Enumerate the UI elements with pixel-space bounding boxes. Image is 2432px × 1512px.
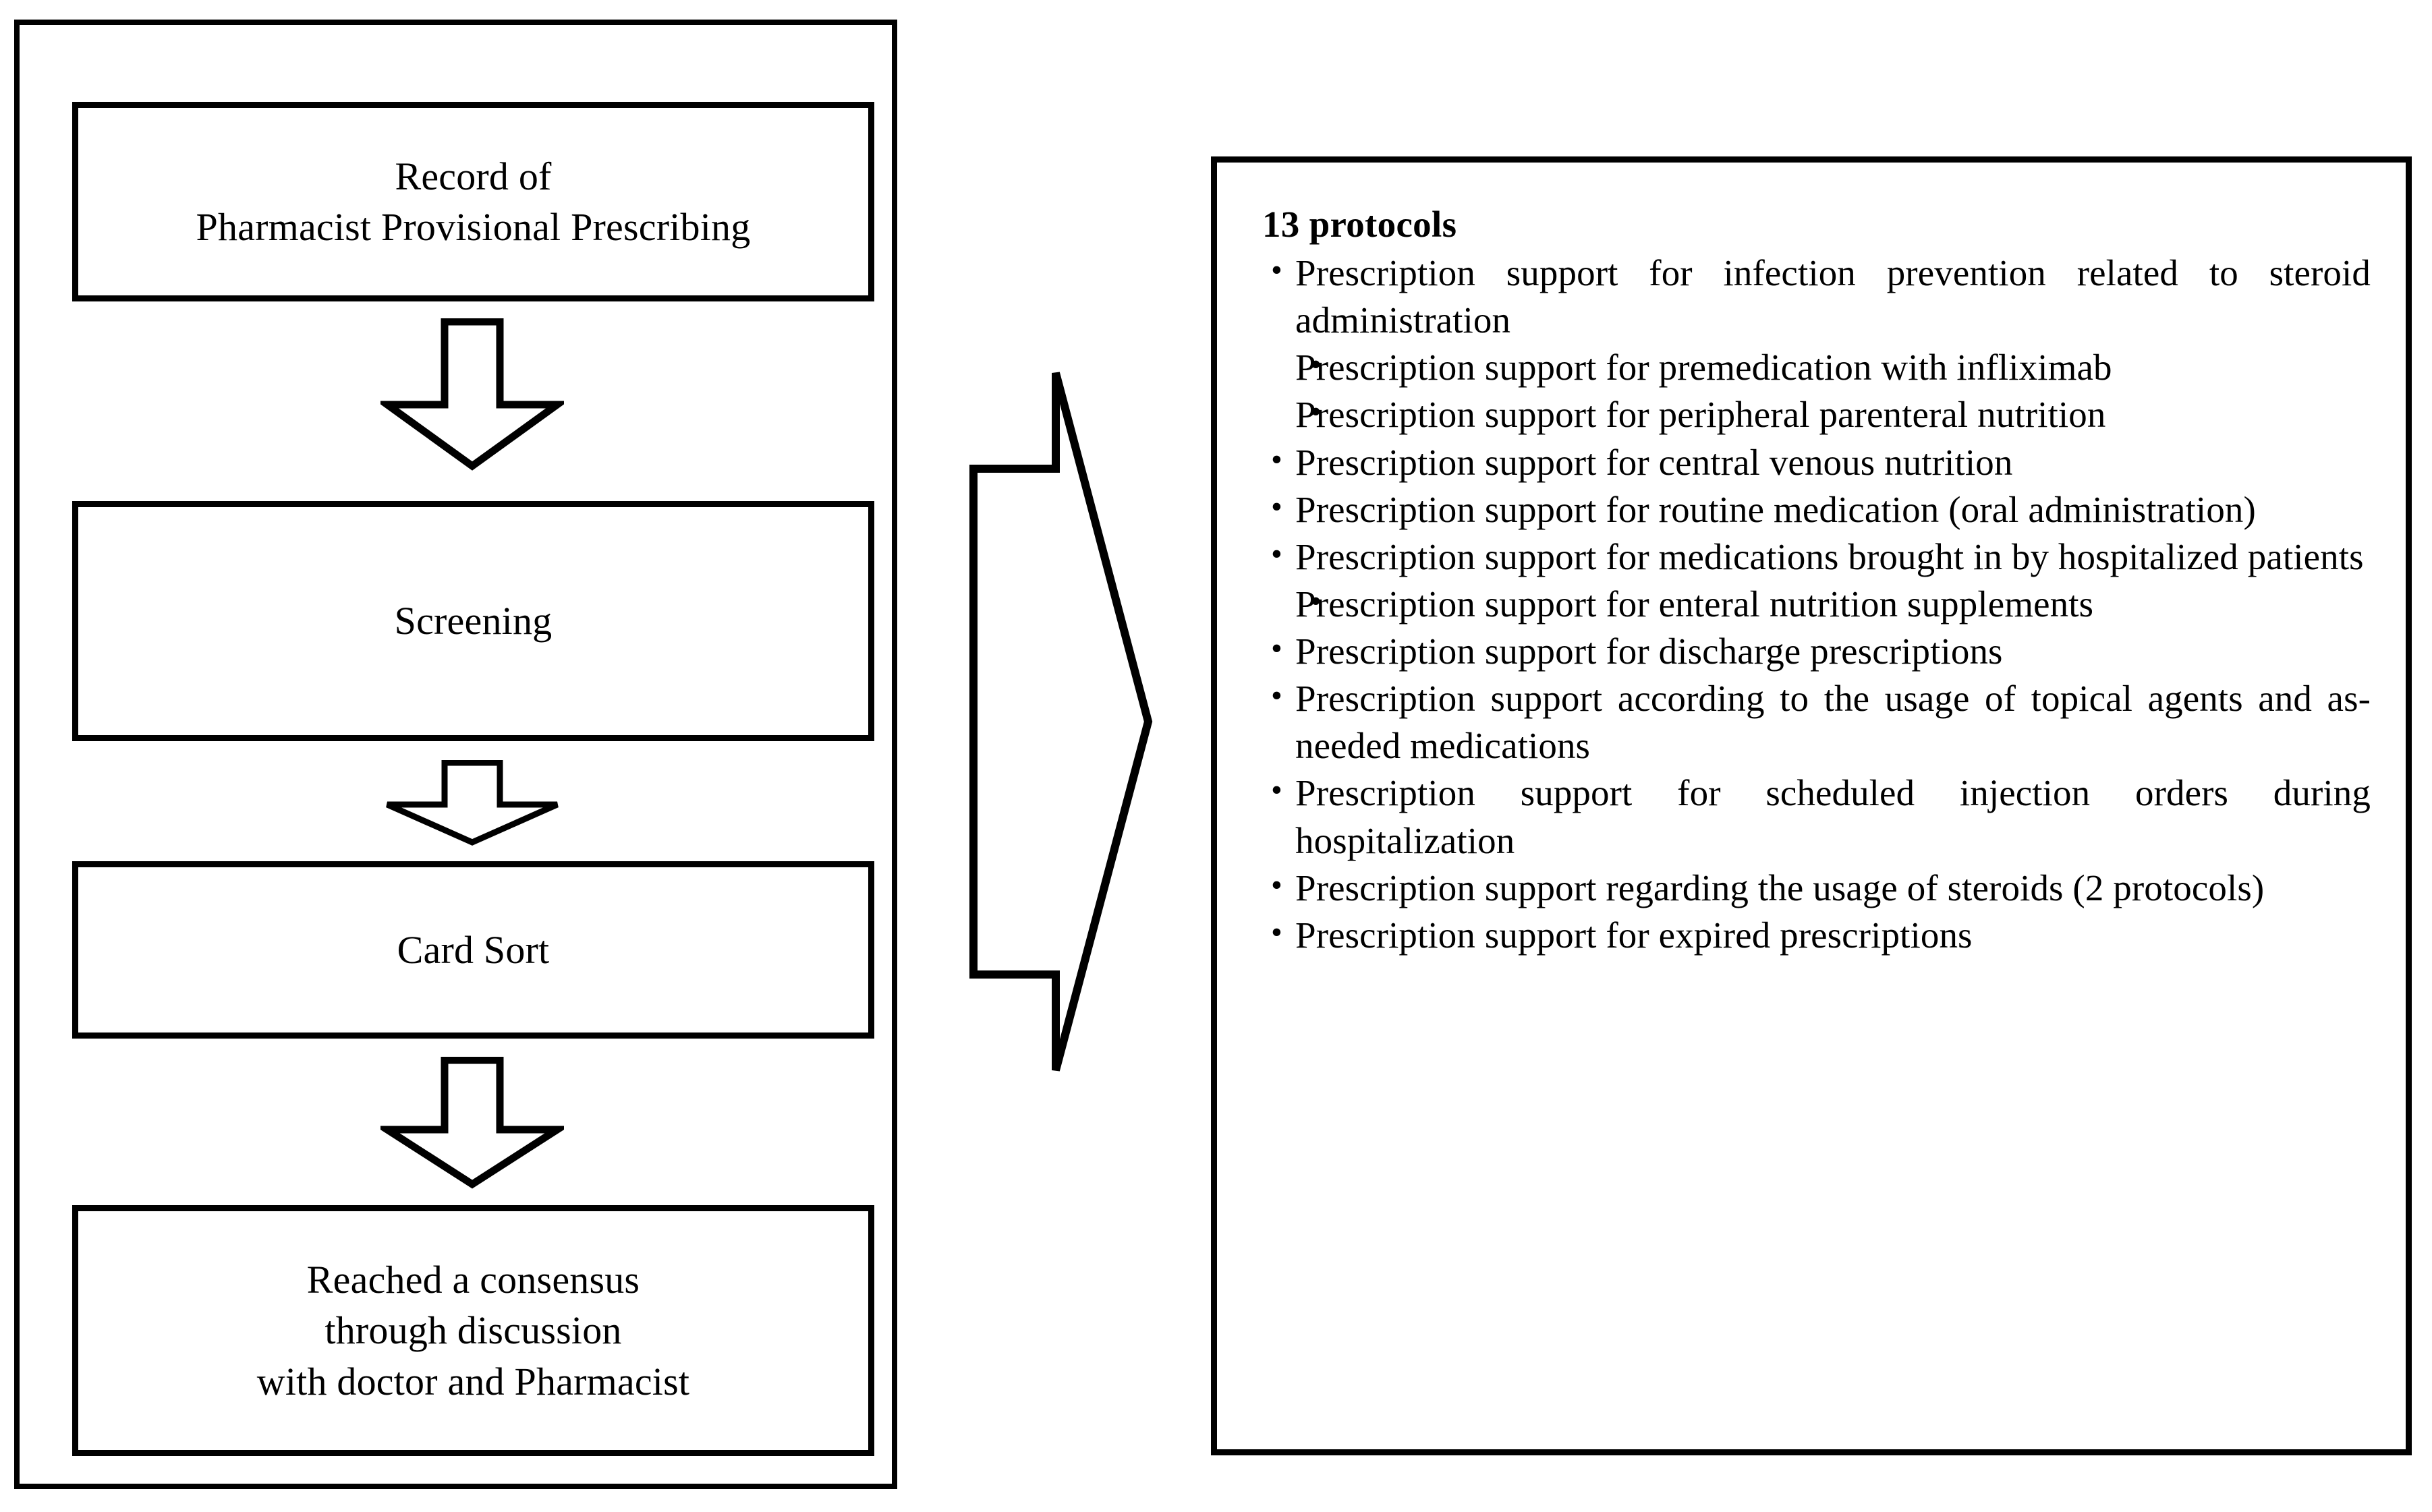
down-arrow-icon [380,1057,564,1189]
protocol-item-text: Prescription support for premedication w… [1295,347,2112,388]
protocol-item-text: Prescription support for enteral nutriti… [1295,583,2094,624]
protocol-list-item: • Prescription support for medications b… [1256,533,2371,581]
bullet-icon: • [1271,867,1282,903]
protocol-item-text: Prescription support for scheduled injec… [1295,772,2371,861]
protocol-list-item: • Prescription support for scheduled inj… [1256,769,2371,864]
protocol-item-text: Prescription support for discharge presc… [1295,631,2003,672]
protocol-list-item: • Prescription support for infection pre… [1256,250,2371,344]
protocols-list: • Prescription support for infection pre… [1256,250,2371,959]
protocols-title: 13 protocols [1262,204,1457,245]
flow-box-record-line-1: Record of [395,154,552,198]
protocol-item-text: Prescription support for central venous … [1295,441,2013,483]
protocol-list-item: • Prescription support according to the … [1256,675,2371,769]
bullet-icon: • [1271,252,1282,289]
protocols-panel: 13 protocols • Prescription support for … [1211,156,2412,1455]
protocol-list-item: • Prescription support for peripheral pa… [1256,391,2371,438]
protocol-item-text: Prescription support for expired prescri… [1295,914,1973,956]
bullet-icon: • [1271,631,1282,667]
protocol-item-text: Prescription support for medications bro… [1295,535,2364,577]
protocol-list-item: • Prescription support for premedication… [1256,344,2371,391]
right-block-arrow-icon [965,364,1157,1079]
flow-box-consensus: Reached a consensus through discussion w… [72,1205,874,1456]
down-arrow-icon [380,318,564,471]
bullet-icon: • [1271,678,1282,714]
bullet-icon: • [1271,488,1282,525]
down-arrow-icon [380,760,564,846]
flow-box-screening-line-1: Screening [394,599,553,643]
bullet-icon: • [1271,535,1282,572]
flow-box-card-sort: Card Sort [72,861,874,1039]
flow-box-card-sort-line-1: Card Sort [397,927,550,972]
flow-box-consensus-line-2: through discussion [324,1308,622,1353]
protocol-list-item: • Prescription support for discharge pre… [1256,628,2371,675]
process-flow-frame: Record of Pharmacist Provisional Prescri… [14,20,897,1489]
protocol-item-text: Prescription support for peripheral pare… [1295,394,2106,436]
bullet-icon: • [1310,347,1322,383]
bullet-icon: • [1271,914,1282,950]
protocol-list-item: • Prescription support for expired presc… [1256,912,2371,959]
bullet-icon: • [1310,394,1322,430]
protocol-item-text: Prescription support according to the us… [1295,678,2371,767]
protocol-item-text: Prescription support for infection preve… [1295,252,2371,341]
protocol-list-item: • Prescription support for enteral nutri… [1256,581,2371,628]
flow-box-screening: Screening [72,501,874,741]
protocol-item-text: Prescription support for routine medicat… [1295,488,2256,530]
bullet-icon: • [1271,772,1282,809]
protocol-list-item: • Prescription support for central venou… [1256,439,2371,486]
flow-box-record: Record of Pharmacist Provisional Prescri… [72,102,874,301]
flow-box-consensus-line-3: with doctor and Pharmacist [256,1359,690,1403]
bullet-icon: • [1310,583,1322,619]
protocol-item-text: Prescription support regarding the usage… [1295,867,2265,908]
bullet-icon: • [1271,441,1282,477]
protocol-list-item: • Prescription support regarding the usa… [1256,865,2371,912]
flow-box-record-line-2: Pharmacist Provisional Prescribing [196,205,751,249]
flow-box-consensus-line-1: Reached a consensus [306,1257,640,1302]
protocol-list-item: • Prescription support for routine medic… [1256,486,2371,533]
